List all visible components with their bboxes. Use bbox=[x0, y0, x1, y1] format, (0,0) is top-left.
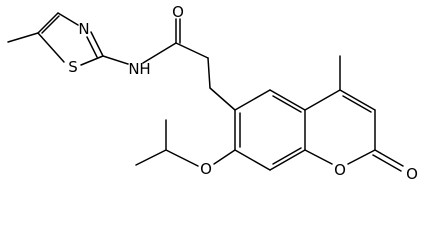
bond-benz-c8a-c8 bbox=[269, 149, 306, 171]
atom-o-ether: O bbox=[200, 160, 212, 178]
bond-thiazole-n-c2 bbox=[90, 31, 104, 57]
bond-thiazole-c4-n bbox=[57, 12, 79, 26]
bond-pyr-c2-o-carbonyl bbox=[374, 149, 404, 167]
bond-ch-methyl-left bbox=[135, 149, 167, 166]
bond-nh-carbonyl bbox=[142, 42, 177, 64]
bond-o-ether-ch bbox=[165, 149, 199, 167]
bond-lines bbox=[7, 12, 404, 172]
atom-labels: N S N H O O O O bbox=[68, 3, 418, 183]
bond-c7-o-ether bbox=[213, 149, 236, 165]
atom-n-thiazole: N bbox=[78, 20, 89, 38]
bond-pyr-c4-c3-inner bbox=[342, 95, 372, 113]
bond-pyr-o-ring-c8a bbox=[304, 149, 333, 165]
bond-thiazole-c5-c4 bbox=[37, 12, 59, 34]
bond-carbonyl-ch2 bbox=[175, 42, 209, 59]
atom-o-amide-carbonyl: O bbox=[172, 3, 184, 21]
bond-methyl-thiazole bbox=[7, 32, 39, 43]
bond-pyr-c4-c3 bbox=[339, 89, 376, 111]
bond-pyr-c2-o-ring bbox=[347, 149, 376, 165]
bond-c2-nh bbox=[102, 55, 129, 65]
molecule-structure-diagram: N S N H O O O O bbox=[7, 3, 418, 183]
bond-ch2-aromatic bbox=[209, 87, 236, 111]
atom-h-amide: H bbox=[139, 60, 150, 78]
bond-thiazole-s-c5 bbox=[37, 32, 65, 63]
atom-n-amide: N bbox=[128, 60, 139, 78]
atom-o-lactone-carbonyl: O bbox=[406, 165, 418, 183]
bond-pyr-c2-o-carbonyl-double bbox=[372, 154, 402, 172]
bond-thiazole-n-c2-double bbox=[86, 36, 98, 58]
bond-benz-c5-c4a bbox=[269, 89, 306, 111]
bond-thiazole-c2-s bbox=[80, 55, 104, 66]
atom-o-ring: O bbox=[334, 161, 346, 179]
atom-s-thiazole: S bbox=[68, 58, 78, 76]
bond-benz-c5-c4a-inner bbox=[272, 95, 302, 113]
bond-thiazole-c4-c4-double bbox=[41, 15, 60, 34]
bond-benz-c8-c7 bbox=[234, 149, 271, 171]
bond-pyr-c4a-c4 bbox=[304, 89, 341, 111]
bond-ch2-ch2 bbox=[207, 57, 211, 89]
bond-benz-c8a-c8-inner bbox=[272, 147, 302, 165]
bond-benz-c6-c5 bbox=[234, 89, 271, 111]
